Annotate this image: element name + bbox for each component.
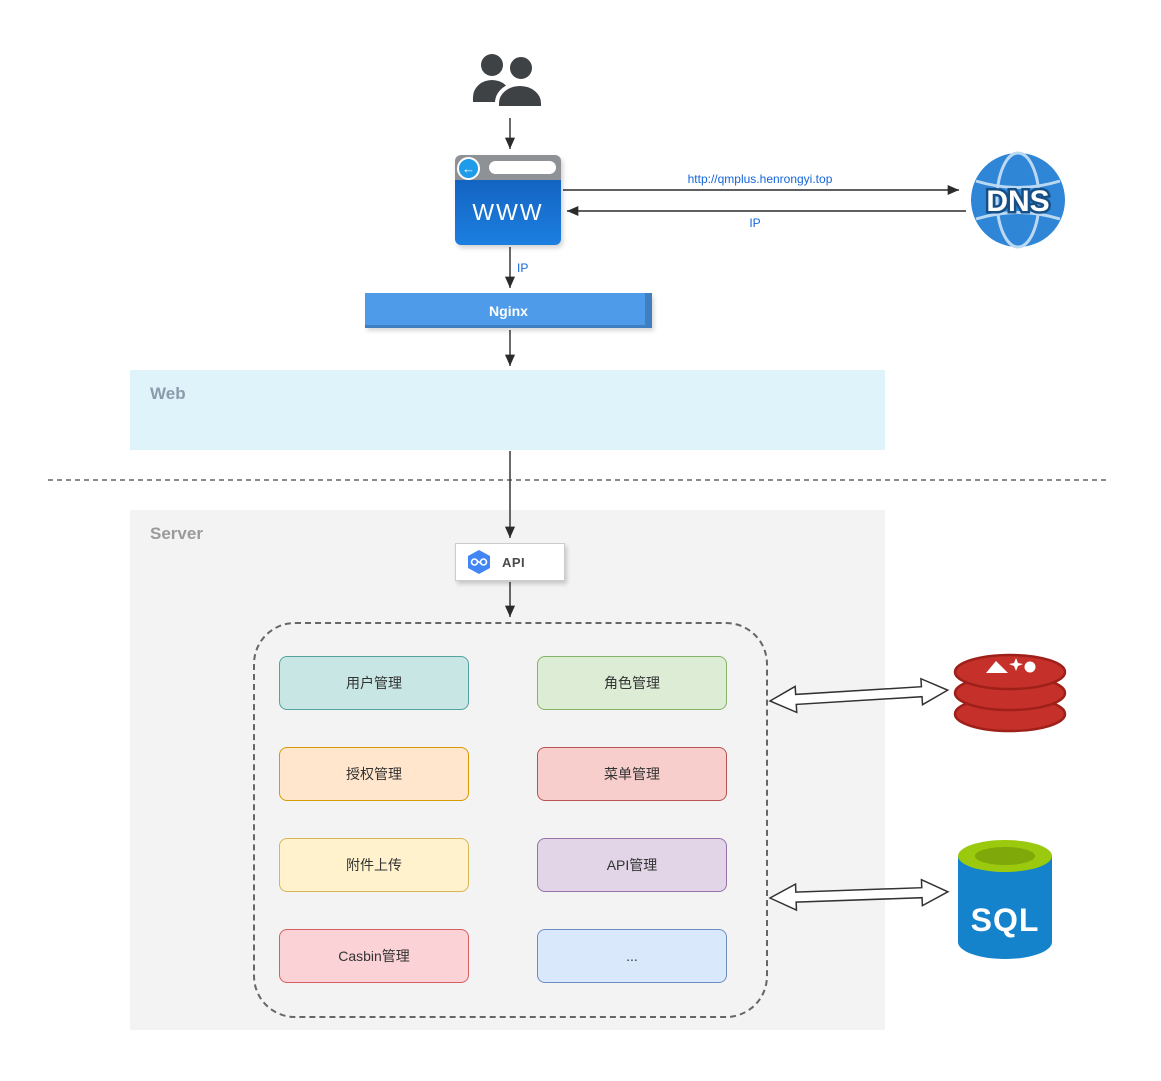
nginx-label: Nginx [489,302,528,319]
edge-label-url: http://qmplus.henrongyi.top [687,172,833,186]
api-label: API [502,554,526,570]
server-zone-label: Server [150,524,203,543]
browser-address-bar [489,161,556,174]
edge-label-ip-dns: IP [749,216,761,230]
module-box-role-management: 角色管理 [537,656,727,710]
redis-icon [953,653,1067,733]
web-zone-label: Web [150,384,186,403]
web-zone: Web [130,370,885,450]
edge-label-ip-browser: IP [517,261,529,275]
browser-node: ← WWW [455,155,561,245]
module-box-menu-management: 菜单管理 [537,747,727,801]
api-node: API [455,543,565,581]
dns-label: DNS [986,185,1049,218]
sql-database-icon: SQL [958,840,1052,959]
dns-globe-icon: DNS [971,151,1065,249]
module-box-api-management: API管理 [537,838,727,892]
users-icon [473,53,545,110]
browser-label: WWW [455,180,561,245]
nginx-node: Nginx [365,293,652,328]
module-box-casbin-management: Casbin管理 [279,929,469,983]
back-arrow-icon: ← [457,157,480,180]
module-box-authorization-management: 授权管理 [279,747,469,801]
api-hexagon-icon [468,550,490,574]
module-group: 用户管理 角色管理授权管理 菜单管理附件上传 API管理 Casbin管理... [253,622,768,1018]
module-box-more: ... [537,929,727,983]
sql-label: SQL [971,902,1040,938]
module-box-user-management: 用户管理 [279,656,469,710]
module-box-attachment-upload: 附件上传 [279,838,469,892]
server-zone: Server [130,510,885,1030]
